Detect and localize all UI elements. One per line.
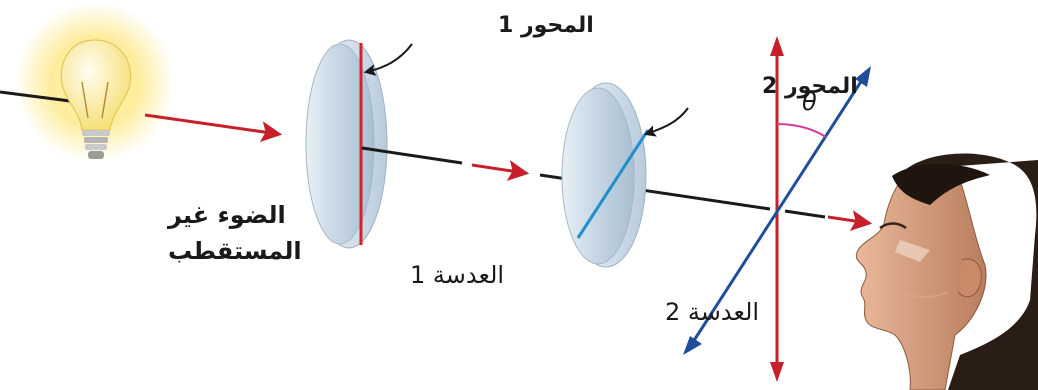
beam-segment-1	[361, 146, 463, 165]
lens-1	[305, 39, 388, 249]
theta-arc	[776, 123, 827, 138]
lens-2-label: العدسة 2	[665, 298, 759, 326]
beam-segment-3	[784, 209, 826, 219]
axis-1-label: المحور 1	[498, 13, 594, 38]
beam-arrow-1	[471, 160, 530, 181]
light-bulb-icon	[0, 2, 175, 162]
axis-2-label: المحور 2	[762, 74, 858, 99]
theta-label: θ	[802, 88, 817, 116]
lens-1-label: العدسة 1	[410, 261, 504, 289]
source-label-line1: الضوء غير	[167, 201, 286, 229]
lens-2-axis	[576, 129, 650, 239]
axis-1-pointer	[363, 43, 413, 76]
axis-2-pointer	[643, 107, 689, 137]
analyzer-axis	[691, 79, 864, 343]
outgoing-ray	[827, 210, 873, 231]
source-label-line2: المستقطب	[168, 237, 302, 265]
human-head-icon	[855, 153, 1038, 390]
incoming-ray	[144, 113, 283, 143]
lens-2	[561, 82, 650, 268]
